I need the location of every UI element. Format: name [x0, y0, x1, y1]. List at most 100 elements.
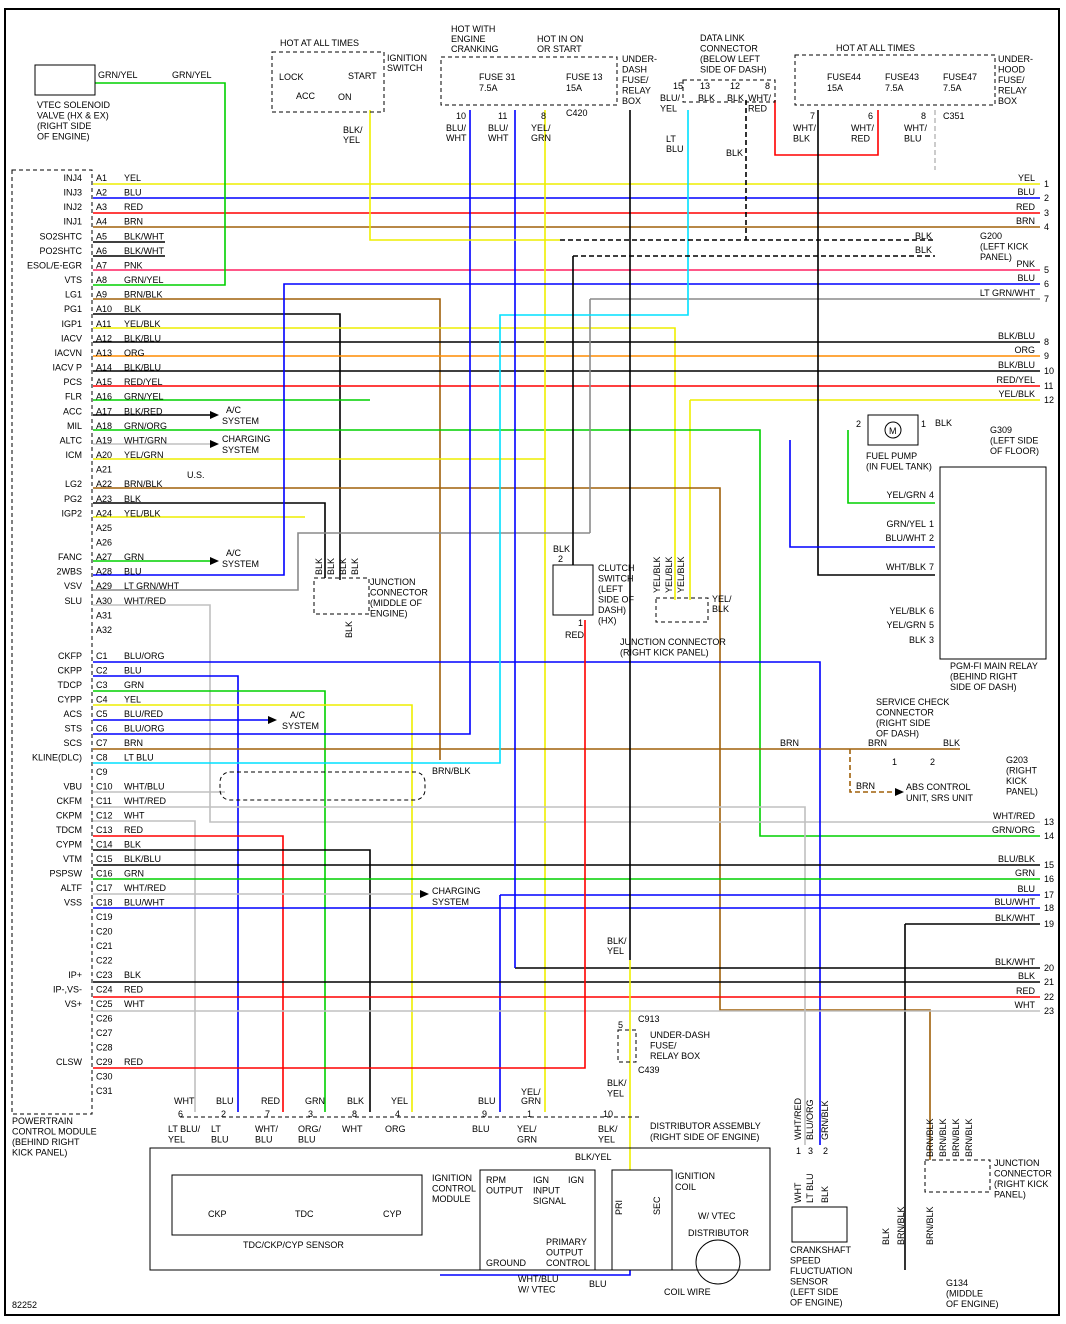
pin-id: A27 — [96, 552, 112, 562]
label: FUSE 31 — [479, 72, 516, 82]
pcm-box — [11, 169, 93, 1115]
label: ORG/ — [298, 1124, 322, 1134]
pin-signal: ACC — [63, 406, 83, 416]
label: 2 — [930, 757, 935, 767]
label: SIDE OF DASH) — [950, 682, 1017, 692]
label: U.S. — [187, 470, 205, 480]
terminal-wire: WHT — [1015, 1000, 1036, 1010]
pin-id: A18 — [96, 421, 112, 431]
label: HOT AT ALL TIMES — [280, 38, 359, 48]
label: YEL/GRN — [886, 620, 926, 630]
label: (MIDDLE OF — [370, 598, 423, 608]
label: (LEFT SIDE — [990, 436, 1038, 446]
pin-signal: CYPP — [57, 695, 82, 705]
pin-wire-color: BLU — [124, 567, 142, 577]
pin-wire-color: YEL/BLK — [124, 508, 161, 518]
label: W/ VTEC — [518, 1285, 556, 1295]
label: YEL — [660, 104, 677, 114]
pin-id: C18 — [96, 898, 113, 908]
label: LOCK — [279, 72, 304, 82]
label: OF ENGINE) — [790, 1298, 843, 1308]
terminal-wire: BLK/WHT — [995, 957, 1036, 967]
terminal-wire: PNK — [1016, 259, 1035, 269]
label: KICK — [1006, 776, 1027, 786]
label: YEL — [607, 946, 624, 956]
label: BRN/BLK — [951, 1118, 961, 1157]
under-dash-fuse-box — [440, 56, 618, 106]
pin-signal: ALTF — [61, 883, 83, 893]
label: SYSTEM — [432, 897, 469, 907]
pin-id: A15 — [96, 377, 112, 387]
terminal-number: 18 — [1044, 903, 1054, 913]
pin-wire-color: BLK — [124, 304, 141, 314]
label: SWITCH — [598, 574, 634, 584]
label: BLK — [553, 544, 570, 554]
arrow-icon — [210, 411, 219, 419]
label: UNDER- — [622, 54, 657, 64]
pin-id: A32 — [96, 625, 112, 635]
pin-wire-color: GRN/YEL — [124, 392, 164, 402]
label: HOT IN ON — [537, 34, 583, 44]
pin-wire-color: BLK — [124, 970, 141, 980]
pin-wire-color: BLU/ORG — [124, 651, 165, 661]
pin-id: A26 — [96, 538, 112, 548]
label: PANEL) — [994, 1190, 1026, 1200]
label: BLK — [909, 635, 926, 645]
pin-wire-color: YEL — [124, 695, 141, 705]
label: 8 — [541, 111, 546, 121]
pin-wire-color: WHT/RED — [124, 596, 166, 606]
label: BLU/ — [488, 123, 509, 133]
label: LT BLU — [805, 1173, 815, 1203]
pin-signal: 2WBS — [56, 567, 82, 577]
pin-id: A19 — [96, 435, 112, 445]
label: FUSE43 — [885, 72, 919, 82]
label: FUEL PUMP — [866, 451, 917, 461]
pin-id: C23 — [96, 970, 113, 980]
arrow-icon — [895, 788, 904, 796]
terminal-number: 1 — [1044, 179, 1049, 189]
pin-wire-color: GRN/YEL — [124, 275, 164, 285]
label: 5 — [929, 620, 934, 630]
label: UNDER- — [998, 54, 1033, 64]
vtec-solenoid-icon — [34, 64, 96, 96]
label: SIGNAL — [533, 1196, 566, 1206]
label: GRN — [531, 133, 551, 143]
label: WHT/ — [748, 93, 771, 103]
crankshaft-sensor — [791, 1206, 848, 1243]
label: BLU — [472, 1124, 490, 1134]
pin-wire-color: WHT/RED — [124, 796, 166, 806]
pin-id: A23 — [96, 494, 112, 504]
shielded-wire — [219, 771, 426, 801]
pin-id: C3 — [96, 680, 108, 690]
label: CONNECTOR — [370, 588, 428, 598]
label: JUNCTION — [370, 577, 416, 587]
pin-id: A5 — [96, 231, 107, 241]
ignition-switch — [271, 51, 385, 113]
label: LT — [211, 1124, 221, 1134]
label: TDC/CKP/CYP SENSOR — [243, 1240, 344, 1250]
label: OF ENGINE) — [946, 1299, 999, 1309]
label: ACC — [296, 91, 316, 101]
pin-id: A10 — [96, 304, 112, 314]
pin-signal: PCS — [63, 377, 82, 387]
data-link-connector — [682, 79, 776, 103]
label: (LEFT — [598, 584, 624, 594]
label: YEL — [168, 1135, 185, 1145]
pin-wire-color: WHT/GRN — [124, 435, 167, 445]
terminal-number: 21 — [1044, 977, 1054, 987]
terminal-wire: BLU — [1017, 273, 1035, 283]
label: WHT — [342, 1124, 363, 1134]
label: BLK — [915, 231, 932, 241]
pin-signal: IGP2 — [61, 508, 82, 518]
label: 7.5A — [479, 83, 498, 93]
pin-id: A9 — [96, 290, 107, 300]
label: BLU — [904, 134, 922, 144]
terminal-number: 23 — [1044, 1006, 1054, 1016]
terminal-number: 6 — [1044, 279, 1049, 289]
wire-grn-org — [93, 429, 1040, 837]
label: START — [348, 71, 377, 81]
pin-signal: CKFM — [57, 796, 83, 806]
label: DATA LINK — [700, 33, 745, 43]
label: CONNECTOR — [994, 1169, 1052, 1179]
